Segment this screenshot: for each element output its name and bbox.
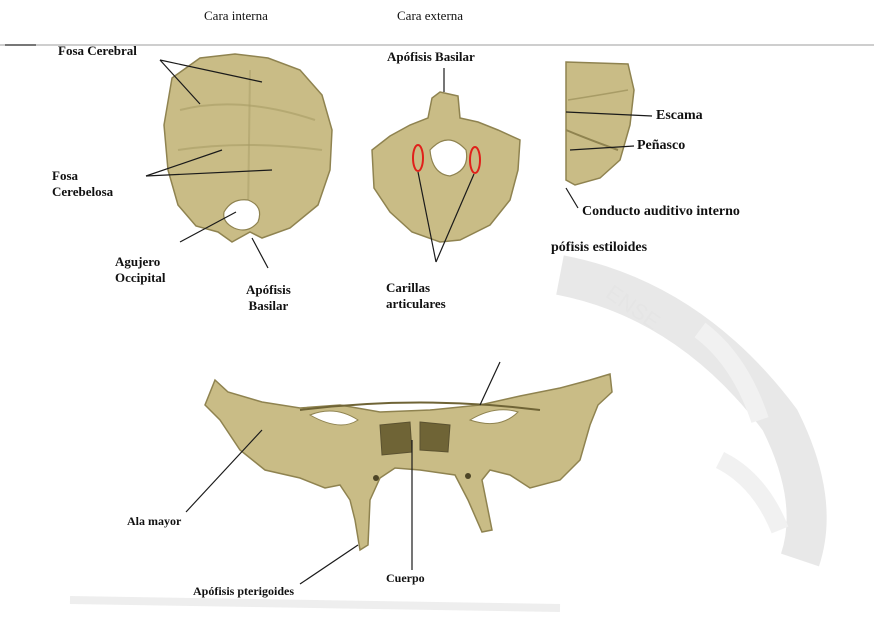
label-petrous: Peñasco	[637, 138, 685, 154]
label-occipital-foramen: Agujero Occipital	[115, 254, 166, 286]
occipital-internal-bone	[164, 54, 332, 242]
label-squama: Escama	[656, 108, 703, 124]
label-cerebellar-fossa: Fosa Cerebelosa	[52, 168, 113, 200]
label-pterygoid-process: Apófisis pterigoides	[193, 583, 294, 599]
temporal-bone	[566, 62, 634, 185]
heading-external-face: Cara externa	[397, 8, 463, 24]
label-articular-facets: Carillas articulares	[386, 280, 446, 312]
label-basilar-process-external: Apófisis Basilar	[387, 49, 475, 65]
label-cerebral-fossa: Fosa Cerebral	[58, 43, 137, 59]
label-body: Cuerpo	[386, 570, 425, 586]
label-internal-auditory-meatus: Conducto auditivo interno	[582, 204, 740, 220]
occipital-external-bone	[372, 92, 520, 242]
heading-internal-face: Cara interna	[204, 8, 268, 24]
label-greater-wing: Ala mayor	[127, 513, 181, 529]
label-basilar-process-internal: Apófisis Basilar	[246, 282, 291, 314]
sphenoid-bone	[205, 374, 612, 550]
label-styloid-process: pófisis estiloides	[551, 240, 647, 256]
